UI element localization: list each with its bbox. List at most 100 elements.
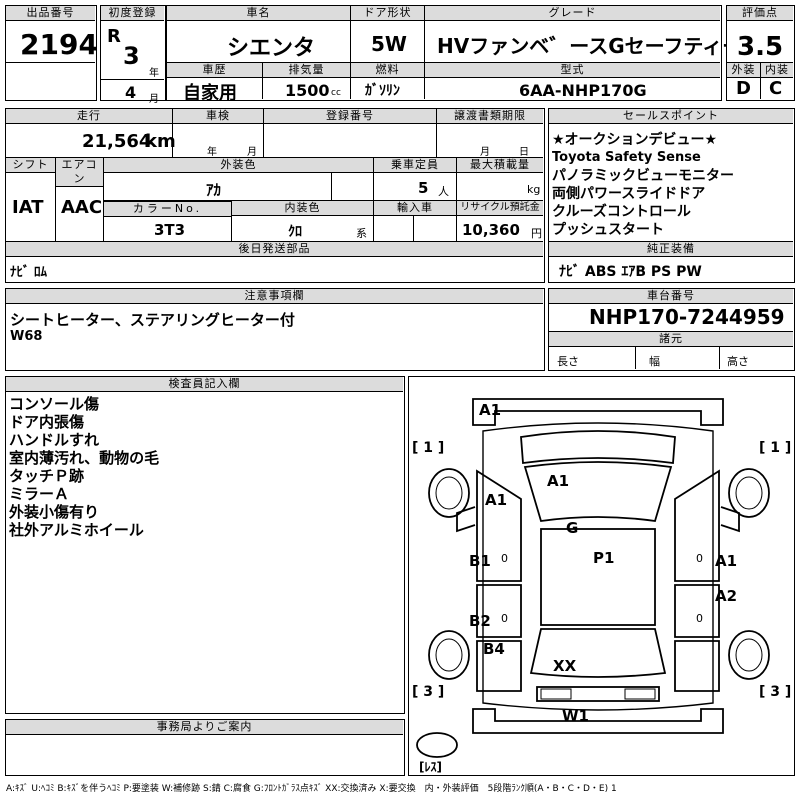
note-line: 外装小傷有り (9, 503, 100, 521)
int-color-unit: 系 (356, 227, 367, 240)
shift: IAT (12, 197, 44, 218)
spare-tire: [ﾚｽ] (419, 760, 442, 774)
capacity: 5 (418, 179, 429, 197)
damage-mark-w1: W1 (562, 707, 589, 725)
height-label: 高さ (727, 355, 749, 368)
lot-box: 出品番号 2194 (5, 5, 98, 101)
damage-mark-a1-left: A1 (485, 491, 508, 509)
chassis-number: NHP170-7244959 (589, 305, 785, 329)
note-line: コンソール傷 (9, 395, 100, 413)
damage-mark-a1-hood: A1 (547, 472, 570, 490)
year-unit: 年 (149, 68, 159, 79)
sales-point: プッシュスタート (552, 222, 664, 238)
spec-label: 諸元 (549, 332, 793, 347)
transfer-label: 譲渡書類期限 (437, 109, 543, 124)
reg-no-label: 登録番号 (264, 109, 436, 124)
int-grade: C (769, 78, 783, 99)
load-label: 最大積載量 (457, 158, 543, 173)
mileage-unit: km (145, 131, 176, 152)
office-label: 事務局よりご案内 (6, 720, 403, 735)
seat-mark: 0 (696, 552, 703, 565)
disp-label: 排気量 (263, 63, 350, 78)
legend: A:ｷｽﾞ U:ﾍｺﾐ B:ｷｽﾞを伴うﾍｺﾐ P:要塗装 W:補修跡 S:錆 … (6, 784, 617, 794)
later-parts: ﾅﾋﾞ ﾛﾑ (10, 265, 48, 280)
damage-mark-a1-front: A1 (479, 401, 502, 419)
month-unit: 月 (149, 94, 159, 105)
mileage: 21,564 (82, 131, 152, 152)
insp-month: 月 (247, 147, 257, 158)
note-line: ドア内張傷 (9, 413, 85, 431)
damage-mark-b4: B4 (483, 640, 505, 658)
lot-number: 2194 (20, 28, 98, 61)
tire-front-left: [ 1 ] (412, 440, 445, 456)
equip-label: 純正装備 (549, 242, 793, 257)
lot-label: 出品番号 (6, 6, 95, 21)
car-name: シエンタ (227, 36, 316, 61)
seat-mark: 0 (501, 612, 508, 625)
door-label: ドア形状 (351, 6, 424, 21)
eval-box: 評価点 3.5 外装 内装 D C (726, 5, 795, 101)
tire-front-right: [ 1 ] (759, 440, 792, 456)
model-label: 型式 (425, 63, 720, 78)
first-reg-box: 初度登録 R 3 年 4 月 (100, 5, 166, 105)
transfer-month: 月 (480, 147, 490, 158)
recycle-fee: 10,360 (462, 221, 520, 239)
history-label: 車歴 (167, 63, 262, 78)
caution-line: W68 (10, 329, 43, 344)
car-history: 自家用 (183, 83, 237, 104)
car-diagram (416, 398, 770, 758)
sales-label: セールスポイント (549, 109, 793, 124)
mileage-label: 走行 (6, 109, 172, 124)
damage-mark-a2: A2 (715, 587, 738, 605)
load-unit: kg (527, 183, 541, 196)
width-label: 幅 (649, 355, 660, 368)
ext-label: 外装 (727, 63, 760, 78)
grade: HVファンベ゛ースGセーフティーED (437, 34, 773, 58)
equipment: ﾅﾋﾞ ABS ｴｱB PS PW (559, 264, 702, 280)
reg-month: 4 (125, 83, 137, 102)
inspector-box: 検査員記入欄 コンソール傷 ドア内張傷 ハンドルすれ 室内薄汚れ、動物の毛 タッ… (5, 376, 405, 714)
disp-unit: cc (331, 88, 341, 98)
note-line: タッチＰ跡 (9, 467, 85, 485)
model-code: 6AA-NHP170G (519, 81, 647, 100)
sales-point: 両側パワースライドドア (552, 186, 706, 202)
int-label: 内装 (761, 63, 793, 78)
door-type: 5W (371, 32, 407, 56)
fuel-label: 燃料 (351, 63, 424, 78)
int-color-label: 内装色 (232, 201, 373, 216)
damage-mark-a1-right: A1 (715, 552, 738, 570)
damage-mark-b1: B1 (469, 552, 491, 570)
damage-mark-g: G (566, 519, 579, 537)
sales-point: Toyota Safety Sense (552, 150, 701, 165)
later-parts-label: 後日発送部品 (6, 242, 543, 257)
import-label: 輸入車 (374, 201, 456, 216)
ext-grade: D (736, 78, 751, 99)
air-conditioner: AAC (61, 197, 103, 218)
displacement: 1500 (285, 81, 330, 100)
note-line: ハンドルすれ (9, 431, 100, 449)
fuel: ｶﾞｿﾘﾝ (365, 83, 400, 99)
note-line: ミラーＡ (9, 485, 70, 503)
recycle-unit: 円 (531, 227, 542, 240)
interior-color: ｸﾛ (288, 224, 302, 240)
note-line: 室内薄汚れ、動物の毛 (9, 449, 160, 467)
name-box: 車名 ドア形状 グレード シエンタ 5W HVファンベ゛ースGセーフティーED … (166, 5, 773, 104)
capacity-unit: 人 (438, 185, 449, 198)
caution-line: シートヒーター、ステアリングヒーター付 (10, 311, 295, 329)
ac-label: エアコン (56, 158, 103, 187)
transfer-day: 日 (519, 147, 529, 158)
office-box: 事務局よりご案内 (5, 719, 405, 776)
reg-year: 3 (123, 42, 140, 70)
sales-point: クルーズコントロール (552, 204, 691, 220)
color-number: 3T3 (154, 221, 186, 239)
damage-mark-xx: XX (553, 657, 577, 675)
length-label: 長さ (557, 355, 579, 368)
chassis-label: 車台番号 (549, 289, 793, 304)
inspector-label: 検査員記入欄 (6, 377, 403, 392)
caution-box: 注意事項欄 シートヒーター、ステアリングヒーター付 W68 (5, 288, 545, 371)
car-name-label: 車名 (167, 6, 350, 21)
inspection-label: 車検 (173, 109, 263, 124)
insp-year: 年 (207, 147, 217, 158)
caution-label: 注意事項欄 (6, 289, 543, 304)
color-label: 外装色 (104, 158, 373, 173)
